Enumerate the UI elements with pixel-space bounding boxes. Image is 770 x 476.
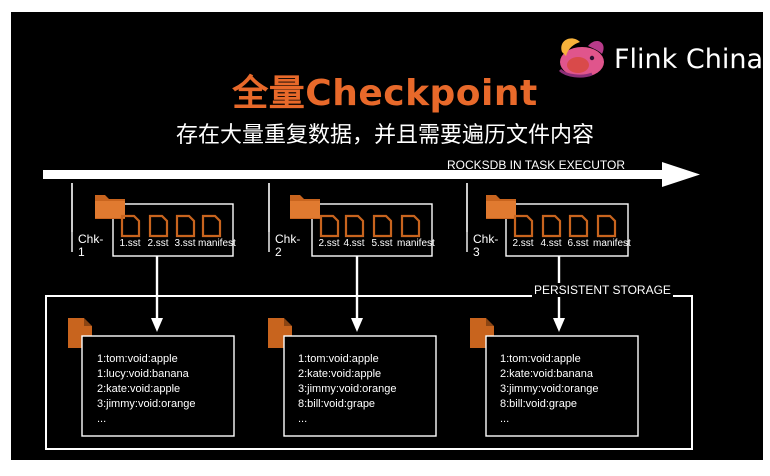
file-icon (201, 214, 222, 238)
file-name: 5.sst (371, 238, 393, 249)
file-icon (120, 214, 141, 238)
folder-front (95, 201, 125, 218)
storage-entry: 1:tom:void:apple (298, 353, 379, 365)
storage-entry: 8:bill:void:grape (500, 398, 578, 410)
storage-entry: 1:tom:void:apple (500, 353, 581, 365)
file-icon (596, 214, 617, 238)
file-icon (148, 214, 169, 238)
file-name: 6.sst (567, 238, 589, 249)
storage-entry: 2:kate:void:apple (97, 383, 181, 395)
page-title: 全量Checkpoint (232, 73, 538, 114)
file-icon (541, 214, 562, 238)
brand-name: Flink China (614, 44, 763, 75)
folder-front (486, 201, 516, 218)
file-group-bracket (505, 203, 629, 257)
page-subtitle: 存在大量重复数据，并且需要遍历文件内容 (175, 123, 594, 148)
storage-entry: 3:jimmy:void:orange (97, 398, 196, 410)
storage-entry: 1:tom:void:apple (97, 353, 178, 365)
file-name: 3.sst (174, 238, 196, 249)
file-name: manifest (198, 238, 236, 249)
file-icon (372, 214, 393, 238)
storage-file-fold (486, 318, 494, 326)
file-icon (513, 214, 534, 238)
storage-entry: 1:lucy:void:banana (97, 368, 189, 380)
file-name: 4.sst (343, 238, 365, 249)
upload-arrowhead (351, 318, 363, 332)
storage-entry-box (81, 335, 235, 437)
storage-entry: ... (500, 413, 510, 425)
persistent-storage-box (45, 295, 693, 450)
file-name: 4.sst (540, 238, 562, 249)
checkpoint-label: Chk-3 (473, 232, 499, 259)
storage-file-fold (284, 318, 292, 326)
file-name: 2.sst (318, 238, 340, 249)
file-icon (344, 214, 365, 238)
storage-entry: 8:bill:void:grape (298, 398, 376, 410)
file-icon (175, 214, 196, 238)
storage-entry-box (485, 335, 639, 437)
file-icon (400, 214, 421, 238)
storage-file-fold (84, 318, 92, 326)
flink-logo-icon (558, 38, 604, 78)
upload-arrowhead (553, 318, 565, 332)
storage-entry: 2:kate:void:banana (500, 368, 593, 380)
storage-entry-box (283, 335, 437, 437)
file-icon (568, 214, 589, 238)
storage-entry: 3:jimmy:void:orange (298, 383, 397, 395)
file-icon (319, 214, 340, 238)
folder-front (290, 201, 320, 218)
storage-entry: 3:jimmy:void:orange (500, 383, 599, 395)
storage-entry: 2:kate:void:apple (298, 368, 382, 380)
file-name: manifest (593, 238, 631, 249)
file-group-bracket (112, 203, 234, 257)
checkpoint-label: Chk-1 (78, 232, 104, 259)
storage-entry: ... (298, 413, 308, 425)
storage-entry: ... (97, 413, 107, 425)
file-group-bracket (311, 203, 433, 257)
timeline-label: ROCKSDB IN TASK EXECUTOR (447, 158, 626, 172)
file-name: 2.sst (512, 238, 534, 249)
upload-arrowhead (151, 318, 163, 332)
file-name: manifest (397, 238, 435, 249)
file-name: 2.sst (147, 238, 169, 249)
storage-label: PERSISTENT STORAGE (532, 283, 673, 297)
checkpoint-label: Chk-2 (275, 232, 301, 259)
file-name: 1.sst (119, 238, 141, 249)
timeline-arrow (43, 162, 700, 187)
